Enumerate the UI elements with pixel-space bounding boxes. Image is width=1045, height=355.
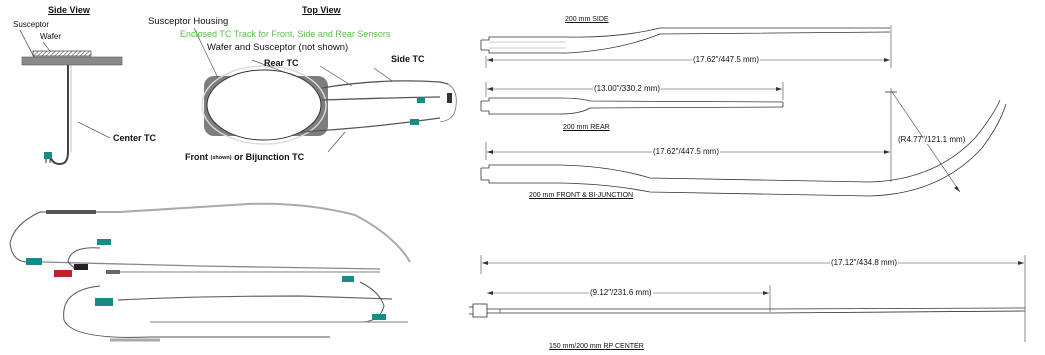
wafer-shape	[32, 50, 92, 57]
enclosed-track-label: Enclosed TC Track for Front, Side and Re…	[180, 29, 391, 39]
front-tc-label: Front (shown) or Bijunction TC	[185, 152, 305, 162]
susceptor-housing-label: Susceptor Housing	[148, 16, 229, 27]
front-caption: 200 mm FRONT & BI-JUNCTION	[529, 192, 634, 199]
center-overall-dimension: (17.12"/434.8 mm)	[830, 258, 898, 267]
center-inner-dimension: (9.12"/231.6 mm)	[589, 288, 653, 297]
rear-length-dimension: (13.00"/330.2 mm)	[593, 84, 661, 93]
center-tc-label: Center TC	[113, 133, 157, 143]
center-tc-probe	[49, 65, 69, 166]
drawing-200mm-side	[480, 25, 892, 68]
side-view-title: Side View	[48, 5, 90, 15]
rear-tc-label: Rear TC	[264, 58, 299, 68]
rear-caption: 200 mm REAR	[563, 124, 610, 131]
side-caption: 200 mm SIDE	[565, 16, 609, 23]
thermocouple-photo	[9, 202, 411, 342]
front-length-dimension: (17.62"/447.5 mm)	[652, 147, 720, 156]
susceptor-label: Susceptor	[13, 20, 50, 29]
drawing-rp-center	[469, 255, 1026, 342]
wafer-and-susceptor-label: Wafer and Susceptor (not shown)	[207, 42, 349, 53]
center-caption: 150 mm/200 mm RP CENTER	[549, 343, 644, 350]
center-tc-connector	[44, 152, 52, 159]
side-view-drawing	[19, 29, 123, 166]
top-view-drawing	[193, 27, 457, 153]
bend-radius-dimension: (R4.77"/121.1 mm)	[897, 135, 967, 144]
wafer-circle	[206, 69, 322, 141]
top-view-title: Top View	[302, 5, 341, 15]
rp-center-head	[472, 303, 488, 318]
wafer-label: Wafer	[40, 32, 62, 41]
side-length-dimension: (17.62"/447.5 mm)	[692, 55, 760, 64]
side-tc-label: Side TC	[391, 54, 425, 64]
susceptor-shape	[21, 56, 123, 66]
